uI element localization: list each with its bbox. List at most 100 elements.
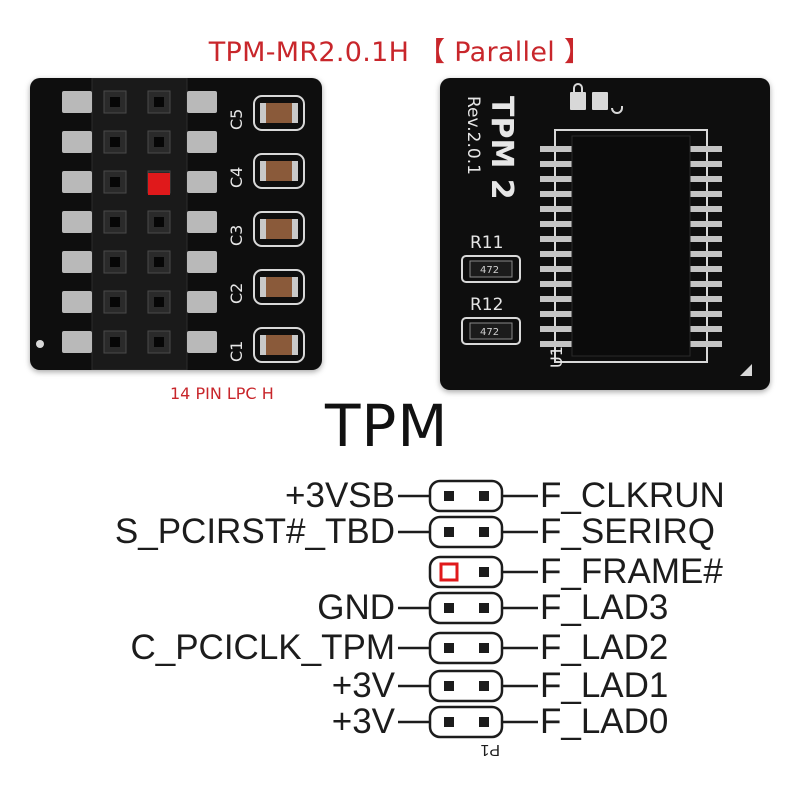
solder-pad — [62, 171, 92, 193]
resistor-r12-label: R12 — [470, 295, 503, 315]
resistor-r12-value: 472 — [480, 327, 499, 338]
pin — [479, 717, 489, 727]
pin — [444, 603, 454, 613]
mounting-dot — [36, 340, 44, 348]
solder-pad — [187, 131, 217, 153]
solder-pad — [62, 91, 92, 113]
capacitor-outline — [253, 95, 305, 131]
chip-lead — [540, 311, 576, 317]
capacitor-label: C2 — [227, 283, 246, 304]
signal-label-right: F_CLKRUN — [540, 476, 725, 515]
pin — [444, 527, 454, 537]
corner-marker — [740, 364, 752, 376]
pin — [479, 567, 489, 577]
capacitor-outline — [253, 269, 305, 305]
chip-lead — [686, 191, 722, 197]
header-row-outline — [428, 515, 504, 549]
chip-designator: U1 — [547, 346, 566, 368]
pin — [444, 717, 454, 727]
resistor-r12 — [469, 322, 513, 340]
key-pin-marker — [148, 173, 170, 195]
signal-label-right: F_LAD0 — [540, 702, 669, 741]
header-row-outline — [428, 591, 504, 625]
pin — [444, 491, 454, 501]
solder-pad — [187, 291, 217, 313]
chip-lead — [686, 206, 722, 212]
pin — [479, 681, 489, 691]
header-pin — [154, 337, 164, 347]
chip-lead — [540, 341, 576, 347]
chip-lead — [540, 281, 576, 287]
chip-lead — [540, 296, 576, 302]
solder-pad — [62, 331, 92, 353]
pin — [479, 603, 489, 613]
chip-lead — [686, 236, 722, 242]
chip-lead — [540, 206, 576, 212]
header-pin — [154, 97, 164, 107]
capacitor — [262, 219, 296, 239]
capacitor — [262, 335, 296, 355]
header-pin — [154, 257, 164, 267]
pin1-marker: P1 — [480, 741, 500, 758]
capacitor-label: C5 — [227, 109, 246, 130]
chip-lead — [686, 266, 722, 272]
chip-lead — [540, 191, 576, 197]
resistor-r11-value: 472 — [480, 265, 499, 276]
chip-lead — [540, 176, 576, 182]
tpm-board-drawing: TPM 2 Rev.2.0.1 U1 R11 472 R12 472 — [461, 83, 752, 376]
header-pin — [110, 137, 120, 147]
header-row-outline — [428, 631, 504, 665]
signal-label-left: +3VSB — [285, 476, 395, 515]
solder-pad — [187, 251, 217, 273]
chip-lead — [686, 251, 722, 257]
header-pin — [110, 177, 120, 187]
chip-lead — [686, 311, 722, 317]
chip-lead — [686, 296, 722, 302]
chip-lead — [540, 236, 576, 242]
resistor-r11-label: R11 — [470, 233, 503, 253]
chip-lead — [540, 161, 576, 167]
product-title: TPM-MR2.0.1H 【 Parallel 】 — [208, 37, 592, 68]
header-pin — [110, 97, 120, 107]
chip-lead — [686, 326, 722, 332]
solder-pad — [62, 131, 92, 153]
signal-label-left: +3V — [331, 666, 395, 705]
chip-lead — [540, 326, 576, 332]
chip-lead — [540, 221, 576, 227]
tpm-chip — [571, 135, 691, 357]
header-pin — [110, 337, 120, 347]
signal-label-left: S_PCIRST#_TBD — [114, 512, 395, 551]
key-pin-marker — [439, 562, 459, 582]
solder-pad — [187, 211, 217, 233]
chip-lead — [686, 221, 722, 227]
pinout-heading: TPM — [325, 392, 449, 460]
signal-label-left: +3V — [331, 702, 395, 741]
header-row-outline — [428, 705, 504, 739]
pin — [479, 491, 489, 501]
connector-label: 14 PIN LPC H — [170, 384, 274, 403]
board-revision: Rev.2.0.1 — [463, 96, 483, 175]
pin — [479, 643, 489, 653]
header-pin — [110, 257, 120, 267]
chip-lead — [540, 266, 576, 272]
chip-lead — [540, 146, 576, 152]
pin — [479, 527, 489, 537]
capacitor-outline — [253, 153, 305, 189]
header-pin — [154, 297, 164, 307]
signal-label-right: F_LAD3 — [540, 588, 669, 627]
header-row-outline — [428, 555, 504, 589]
signal-label-left: GND — [317, 588, 395, 627]
capacitor-label: C1 — [227, 341, 246, 362]
chip-lead — [686, 281, 722, 287]
solder-pad — [187, 91, 217, 113]
chip-lead — [686, 146, 722, 152]
chip-lead — [686, 341, 722, 347]
signal-label-right: F_SERIRQ — [540, 512, 716, 551]
header-pin — [110, 297, 120, 307]
signal-label-right: F_LAD1 — [540, 666, 669, 705]
solder-pad — [62, 211, 92, 233]
chip-lead — [540, 251, 576, 257]
lock-icon — [570, 83, 623, 114]
